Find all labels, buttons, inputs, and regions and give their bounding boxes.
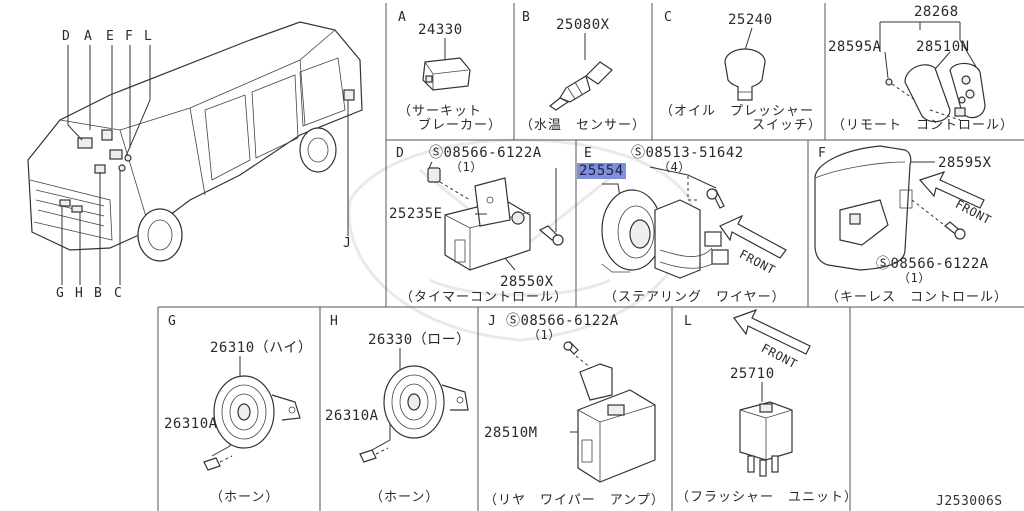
front-arrow-f [918,170,985,209]
front-arrow-l [733,308,811,355]
panel-h-part-number: 26330（ロー） [368,332,471,348]
panel-a-letter: A [398,10,407,25]
horn-low-drawing [359,348,469,463]
callout-c: C [114,286,123,301]
panel-f-caption: （キーレス コントロール） [826,290,1009,305]
steering-wire-drawing [601,166,729,279]
callout-b: B [94,286,103,301]
oil-pressure-switch-drawing [724,27,766,101]
panel-a-caption-line1: （サーキット [398,104,483,119]
panel-d-part-number-a: 25235E [389,206,443,222]
panel-h-part-number-b: 26310A [325,408,379,424]
panel-g-letter: G [168,314,177,329]
remote-part-number-top: 28268 [914,4,959,20]
remote-control-drawing [879,21,986,123]
panel-j-bolt-number: Ⓢ08566-6122A [506,313,619,329]
panel-h-letter: H [330,314,339,329]
panel-d-bolt-number: Ⓢ08566-6122A [429,145,542,161]
vehicle-illustration [27,21,363,262]
panel-j-part-number: 28510M [484,425,538,441]
panel-d-letter: D [396,146,405,161]
circuit-breaker-drawing [422,38,471,91]
panel-e-bolt-qty: （4） [658,160,691,174]
panel-d-caption: （タイマーコントロール） [400,290,569,305]
panel-e-bolt-number: Ⓢ08513-51642 [631,145,744,161]
panel-d-bolt-qty: （1） [450,160,483,174]
horn-high-drawing [203,356,301,471]
panel-a-part-number: 24330 [418,22,463,38]
panel-j-letter: J [488,314,497,329]
callout-e: E [106,29,115,44]
remote-part-number-b: 28510N [916,39,970,55]
panel-g-part-number: 26310（ハイ） [210,340,313,356]
panel-e-part-number-highlighted[interactable]: 25554 [577,163,626,179]
panel-d-part-number-b: 28550X [500,274,554,290]
panel-c-letter: C [664,10,673,25]
callout-f: F [125,29,134,44]
panel-b-part-number: 25080X [556,17,610,33]
panel-b-letter: B [522,10,531,25]
panel-f-bolt-qty: （1） [898,271,931,285]
panel-f-letter: F [818,146,827,161]
callout-j: J [343,236,352,251]
water-temp-sensor-drawing [548,33,613,111]
panel-b-caption: （水温 センサー） [520,118,647,133]
panel-j-bolt-qty: （1） [528,328,561,342]
rear-wiper-amp-drawing [563,341,656,483]
panel-c-part-number: 25240 [728,12,773,28]
callout-h: H [75,286,84,301]
panel-l-part-number: 25710 [730,366,775,382]
panel-c-caption-line2: スイッチ） [752,118,823,133]
panel-f-part-number: 28595X [938,155,992,171]
diagram-id: J253006S [936,494,1003,509]
panel-e-letter: E [584,146,593,161]
callout-l: L [144,29,153,44]
remote-caption: （リモート コントロール） [832,118,1015,133]
panel-g-caption: （ホーン） [210,490,280,505]
keyless-control-drawing [814,145,966,271]
callout-a: A [84,29,93,44]
panel-l-caption: （フラッシャー ユニット） [676,490,859,505]
timer-control-drawing [427,161,564,271]
panel-g-part-number-b: 26310A [164,416,218,432]
panel-a-caption-line2: ブレーカー） [418,118,503,133]
panel-e-caption: （ステアリング ワイヤー） [604,290,786,305]
panel-l-letter: L [684,314,693,329]
vehicle-leader-lines [61,45,349,285]
panel-c-caption-line1: （オイル プレッシャー [660,104,815,119]
remote-part-number-a: 28595A [828,39,882,55]
panel-frames [157,3,1024,511]
front-arrow-e [719,214,787,259]
panel-j-caption: （リヤ ワイパー アンプ） [484,493,665,508]
panel-h-caption: （ホーン） [370,490,440,505]
callout-d: D [62,29,71,44]
callout-g: G [56,286,65,301]
panel-f-bolt-number: Ⓢ08566-6122A [876,256,989,272]
flasher-unit-drawing [739,382,793,477]
